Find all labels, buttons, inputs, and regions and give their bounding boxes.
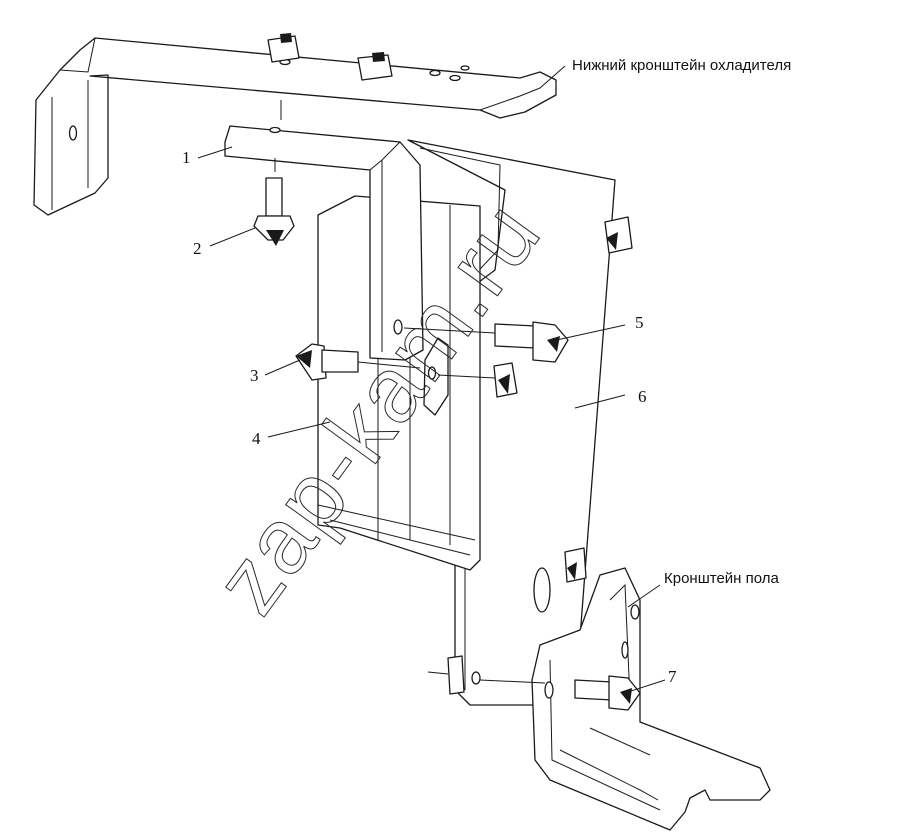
cooler-bracket [33,33,557,216]
callout-2: 2 [193,239,202,258]
label-cooler-bracket: Нижний кронштейн охладителя [572,57,791,74]
callout-4: 4 [252,429,261,448]
housing-panel [317,195,481,571]
bracket-1 [224,125,449,416]
callout-5: 5 [635,313,644,332]
label-floor-bracket: Кронштейн пола [664,570,780,587]
callout-1: 1 [182,148,191,167]
floor-bracket [427,567,771,831]
leader-lines [197,65,666,693]
callout-3: 3 [250,366,259,385]
bolt-5 [403,321,569,398]
callout-6: 6 [638,387,647,406]
bolt-3 [295,343,421,381]
bolt-2 [253,100,295,246]
callout-7: 7 [668,667,677,686]
